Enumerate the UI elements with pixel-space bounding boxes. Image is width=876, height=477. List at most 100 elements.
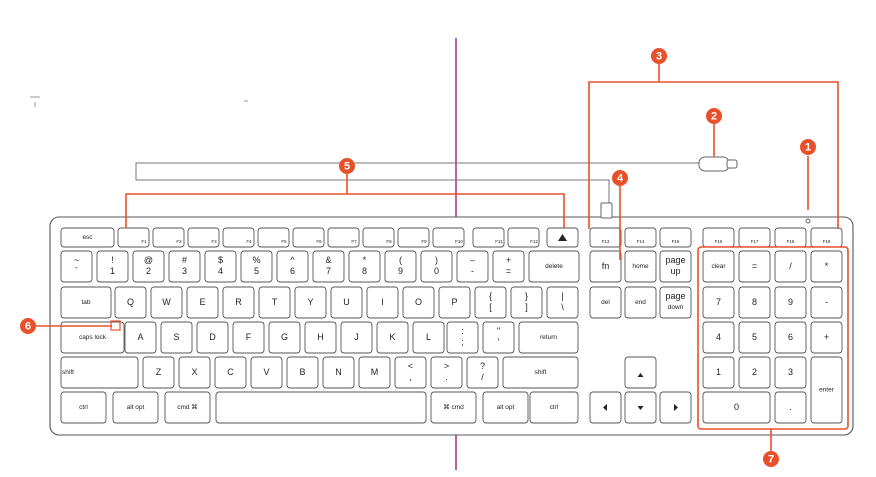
key-f9[interactable]: F9: [397, 227, 430, 248]
key-alt-opt-right[interactable]: alt opt: [482, 391, 529, 424]
key-cmd-right[interactable]: ⌘ cmd: [430, 391, 477, 424]
key-l[interactable]: L: [412, 321, 445, 354]
key-f1[interactable]: F1: [117, 227, 150, 248]
key-space[interactable]: [215, 391, 427, 424]
key-num-5[interactable]: %5: [240, 250, 273, 283]
key-arrow-right[interactable]: [659, 391, 692, 424]
key-comma[interactable]: <,: [394, 356, 427, 389]
key-f7[interactable]: F7: [327, 227, 360, 248]
key-b[interactable]: B: [286, 356, 319, 389]
key-np-period[interactable]: .: [774, 391, 807, 424]
key-fn[interactable]: fn: [589, 250, 622, 283]
key-ctrl-right[interactable]: ctrl: [529, 391, 579, 424]
key-num-6[interactable]: ^6: [276, 250, 309, 283]
key-j[interactable]: J: [340, 321, 373, 354]
key-f3[interactable]: F3: [187, 227, 220, 248]
key-num-8[interactable]: *8: [348, 250, 381, 283]
key-i[interactable]: I: [366, 286, 399, 319]
key-t[interactable]: T: [258, 286, 291, 319]
key-np-4[interactable]: 4: [702, 321, 735, 354]
key-alt-opt-left[interactable]: alt opt: [112, 391, 159, 424]
key-z[interactable]: Z: [142, 356, 175, 389]
key-d[interactable]: D: [196, 321, 229, 354]
key-eject[interactable]: [546, 227, 579, 248]
key-f12[interactable]: F12: [507, 227, 540, 248]
key-np-sym[interactable]: +: [810, 321, 843, 354]
key-np-7[interactable]: 7: [702, 286, 735, 319]
key-num-1[interactable]: !1: [96, 250, 129, 283]
key-quote[interactable]: "': [482, 321, 515, 354]
key-np-sym[interactable]: -: [810, 286, 843, 319]
key-num-sym[interactable]: ~`: [60, 250, 93, 283]
key-np-sym[interactable]: =: [738, 250, 771, 283]
key-q[interactable]: Q: [114, 286, 147, 319]
key-end[interactable]: end: [624, 286, 657, 319]
key-h[interactable]: H: [304, 321, 337, 354]
key-esc[interactable]: esc: [60, 227, 115, 248]
key-bracket-left[interactable]: {[: [474, 286, 507, 319]
key-num-4[interactable]: $4: [204, 250, 237, 283]
key-backslash[interactable]: |\: [546, 286, 579, 319]
key-f19[interactable]: F19: [810, 227, 843, 248]
key-f8[interactable]: F8: [362, 227, 395, 248]
key-tab[interactable]: tab: [60, 286, 112, 319]
key-del[interactable]: del: [589, 286, 622, 319]
key-r[interactable]: R: [222, 286, 255, 319]
key-k[interactable]: K: [376, 321, 409, 354]
key-f[interactable]: F: [232, 321, 265, 354]
key-cmd-left[interactable]: cmd ⌘: [164, 391, 211, 424]
key-slash[interactable]: ?/: [466, 356, 499, 389]
key-arrow-up[interactable]: [624, 356, 657, 389]
key-np-2[interactable]: 2: [738, 356, 771, 389]
key-m[interactable]: M: [358, 356, 391, 389]
key-f18[interactable]: F18: [774, 227, 807, 248]
key-e[interactable]: E: [186, 286, 219, 319]
key-delete[interactable]: delete: [528, 250, 580, 283]
key-o[interactable]: O: [402, 286, 435, 319]
key-f10[interactable]: F10: [432, 227, 465, 248]
key-home[interactable]: home: [624, 250, 657, 283]
key-u[interactable]: U: [330, 286, 363, 319]
key-period[interactable]: >.: [430, 356, 463, 389]
key-g[interactable]: G: [268, 321, 301, 354]
key-p[interactable]: P: [438, 286, 471, 319]
key-np-3[interactable]: 3: [774, 356, 807, 389]
key-np-8[interactable]: 8: [738, 286, 771, 319]
key-np-1[interactable]: 1: [702, 356, 735, 389]
key-num-sym[interactable]: –-: [456, 250, 489, 283]
key-f14[interactable]: F14: [624, 227, 657, 248]
key-c[interactable]: C: [214, 356, 247, 389]
key-num-9[interactable]: (9: [384, 250, 417, 283]
key-a[interactable]: A: [124, 321, 157, 354]
key-np-9[interactable]: 9: [774, 286, 807, 319]
key-num-2[interactable]: @2: [132, 250, 165, 283]
key-f2[interactable]: F2: [152, 227, 185, 248]
key-w[interactable]: W: [150, 286, 183, 319]
key-f5[interactable]: F5: [257, 227, 290, 248]
key-np-sym[interactable]: /: [774, 250, 807, 283]
key-v[interactable]: V: [250, 356, 283, 389]
key-caps-lock[interactable]: caps lock: [60, 321, 125, 354]
key-f15[interactable]: F15: [659, 227, 692, 248]
key-np-enter[interactable]: enter: [810, 356, 843, 424]
key-shift-left[interactable]: shift: [60, 356, 139, 389]
key-ctrl-left[interactable]: ctrl: [60, 391, 107, 424]
key-x[interactable]: X: [178, 356, 211, 389]
key-np-sym[interactable]: *: [810, 250, 843, 283]
key-num-7[interactable]: &7: [312, 250, 345, 283]
key-arrow-down[interactable]: [624, 391, 657, 424]
key-f13[interactable]: F13: [589, 227, 622, 248]
key-num-0[interactable]: )0: [420, 250, 453, 283]
key-f16[interactable]: F16: [702, 227, 735, 248]
key-bracket-right[interactable]: }]: [510, 286, 543, 319]
key-s[interactable]: S: [160, 321, 193, 354]
key-f6[interactable]: F6: [292, 227, 325, 248]
key-n[interactable]: N: [322, 356, 355, 389]
key-np-6[interactable]: 6: [774, 321, 807, 354]
key-f4[interactable]: F4: [222, 227, 255, 248]
key-y[interactable]: Y: [294, 286, 327, 319]
key-np-0[interactable]: 0: [702, 391, 771, 424]
key-np-clear[interactable]: clear: [702, 250, 735, 283]
